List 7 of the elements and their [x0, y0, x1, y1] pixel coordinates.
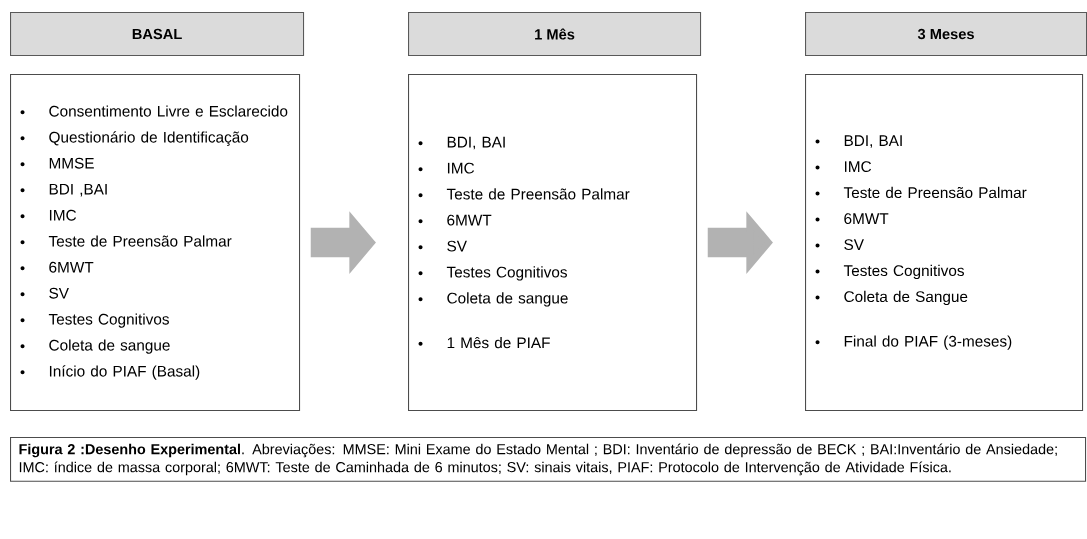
header-box: 3 Meses	[805, 12, 1087, 57]
list-box: BDI, BAI IMC Teste de Preensão Palmar 6MWT SV Testes Cognitivos Coleta de Sangue Final do PIAF (3-meses)	[805, 74, 1084, 412]
header-box: 1 Mês	[408, 12, 702, 57]
caption-box: Figura 2 :Desenho Experimental. Abreviações: MMSE: Mini Exame do Estado Mental ; BDI: Inventário de depressão de BECK ; BAI:Inventário de Ansiedade; IMC: índice de massa corporal; 6MWT: Teste de Caminhada de 6 minutos; SV: sinais vitais, PIAF: Protocolo de Intervenção de Atividade Física.	[10, 437, 1087, 482]
list-box: Consentimento Livre e Esclarecido Questionário de Identificação MMSE BDI ,BAI IMC Teste de Preensão Palmar 6MWT SV Testes Cognitivos Coleta de sangue Início do PIAF (Basal)	[10, 74, 301, 412]
list-box: BDI, BAI IMC Teste de Preensão Palmar 6MWT SV Testes Cognitivos Coleta de sangue 1 Mês de PIAF	[408, 74, 698, 412]
header-box: BASAL	[10, 12, 305, 57]
